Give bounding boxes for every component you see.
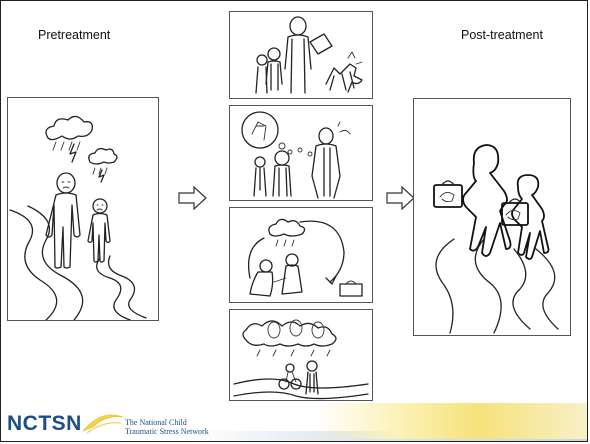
tagline-line-1: The National Child (125, 418, 187, 427)
stage-2-drawing (229, 105, 373, 201)
swoosh-logo-icon (81, 413, 125, 435)
footer: NCTSN The National Child Traumatic Stres… (1, 401, 587, 441)
post-treatment-drawing (413, 98, 571, 336)
memory-recall-sketch (241, 111, 351, 199)
stage-3-drawing (229, 207, 373, 303)
right-arrow-icon (386, 186, 416, 210)
tagline-line-2: Traumatic Stress Network (125, 427, 209, 436)
right-arrow-icon (178, 186, 208, 210)
nctsn-tagline: The National Child Traumatic Stress Netw… (125, 418, 209, 436)
nctsn-logo-text: NCTSN (7, 412, 82, 435)
post-treatment-sketch (433, 144, 559, 334)
post-treatment-label: Post-treatment (461, 28, 543, 42)
stage-1-drawing (229, 11, 373, 99)
stage-4-drawing (229, 309, 373, 401)
footer-band-yellow (317, 403, 587, 439)
pretreatment-label: Pretreatment (38, 28, 111, 42)
pretreatment-drawing (7, 97, 159, 321)
processing-sketch (247, 218, 363, 297)
pretreatment-sketch (9, 115, 147, 320)
safe-future-sketch (233, 319, 369, 400)
trauma-event-sketch (255, 16, 363, 94)
